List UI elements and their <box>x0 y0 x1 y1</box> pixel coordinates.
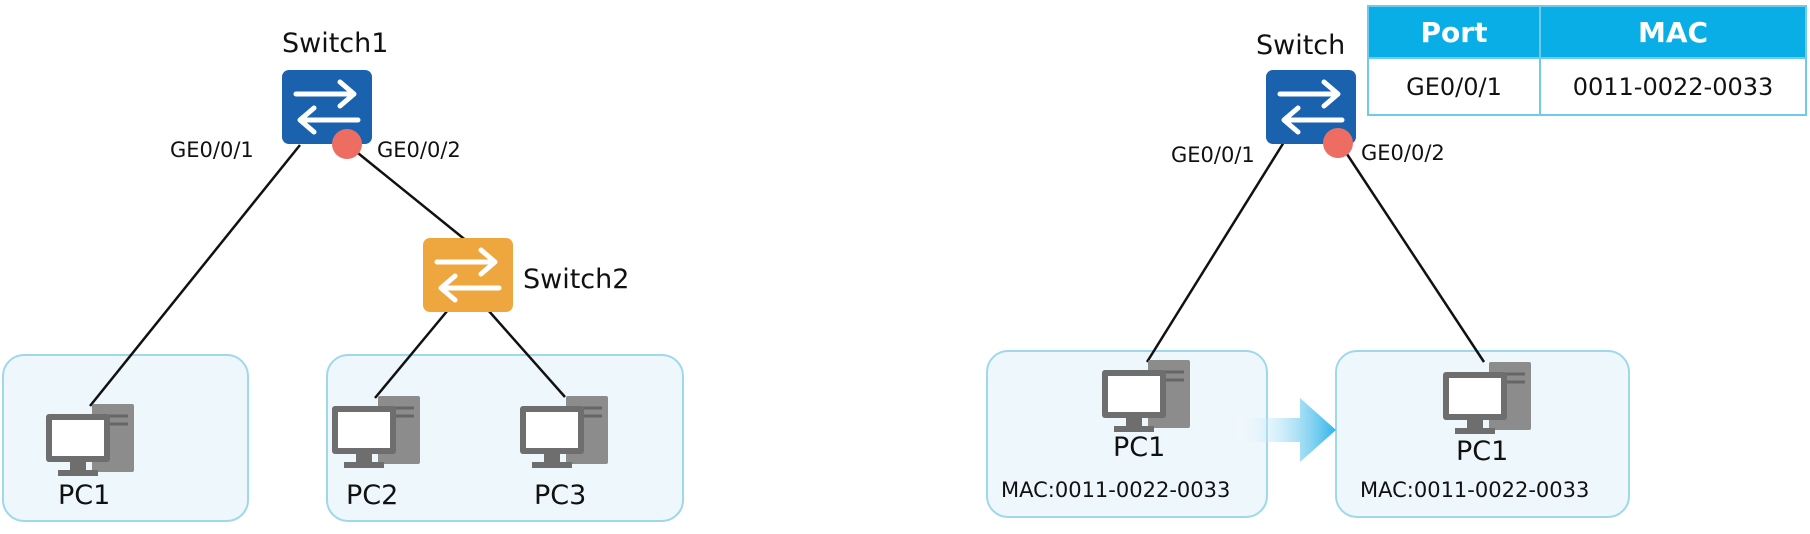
mac-table-header-mac: MAC <box>1539 5 1807 59</box>
link-switch-pc1-destination <box>1337 141 1486 363</box>
link-switch2-pc3 <box>487 309 566 398</box>
pc-icon <box>44 402 138 482</box>
pc2-label: PC2 <box>346 480 399 511</box>
switch-label: Switch <box>1256 30 1346 61</box>
mac-address-table: Port MAC GE0/0/1 0011-0022-0033 <box>1367 5 1807 116</box>
pc1-origin-label: PC1 <box>1113 432 1166 463</box>
move-arrow-icon <box>1236 398 1336 462</box>
switch-port-ge0-0-2: GE0/0/2 <box>1361 141 1445 165</box>
mac-table-cell-mac: 0011-0022-0033 <box>1539 57 1807 116</box>
pc-icon <box>1100 358 1194 438</box>
switch-port-ge0-0-1: GE0/0/1 <box>1171 143 1255 167</box>
pc1-destination-mac: MAC:0011-0022-0033 <box>1360 478 1590 502</box>
link-switch2-pc2 <box>374 309 449 399</box>
switch1-icon <box>282 70 372 144</box>
link-switch-pc1-origin <box>1145 141 1286 363</box>
switch1-port-ge0-0-2: GE0/0/2 <box>377 138 461 162</box>
switch2-icon <box>423 238 513 312</box>
pc1-label: PC1 <box>58 480 111 511</box>
port-marker-ge0-0-2 <box>1323 128 1353 158</box>
switch1-label: Switch1 <box>282 28 389 59</box>
pc1-origin-mac: MAC:0011-0022-0033 <box>1001 478 1231 502</box>
mac-table-cell-port: GE0/0/1 <box>1367 57 1541 116</box>
pc3-label: PC3 <box>534 480 587 511</box>
switch2-label: Switch2 <box>523 264 630 295</box>
pc-icon <box>330 394 424 474</box>
switch1-port-ge0-0-1: GE0/0/1 <box>170 138 254 162</box>
mac-table-header-port: Port <box>1367 5 1541 59</box>
link-switch1-switch2 <box>347 144 469 243</box>
port-marker-ge0-0-2 <box>332 129 362 159</box>
pc1-destination-label: PC1 <box>1456 436 1509 467</box>
table-row: GE0/0/1 0011-0022-0033 <box>1367 57 1807 116</box>
mac-table-header-row: Port MAC <box>1367 5 1807 59</box>
pc-icon <box>518 394 612 474</box>
link-switch1-pc1 <box>89 144 301 407</box>
pc-icon <box>1441 360 1535 440</box>
